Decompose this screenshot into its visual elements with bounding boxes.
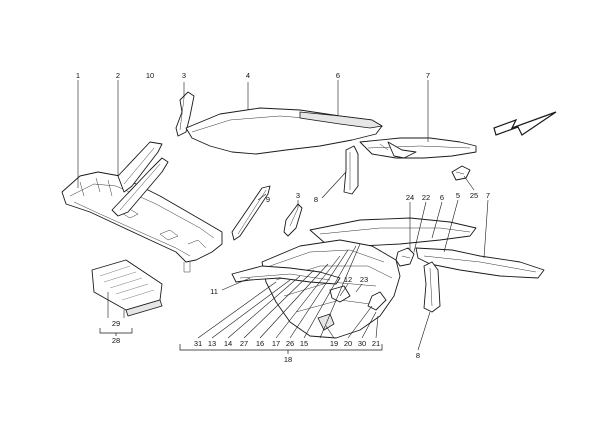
callout-labels: 1 2 10 3 4 6 7 9 8 3 24 22 6 5 7 25 11 1…	[76, 71, 490, 364]
callout-17: 17	[272, 339, 280, 348]
part-b-pillar-trim-upper	[343, 145, 359, 195]
callout-12: 12	[344, 275, 352, 284]
part-front-header-rail	[231, 265, 341, 285]
group-bracket-28	[99, 328, 133, 336]
callout-1: 1	[76, 71, 80, 80]
part-headliner-assembly	[261, 239, 401, 339]
callout-11: 11	[210, 287, 218, 296]
callout-9: 9	[266, 195, 270, 204]
callout-26: 26	[286, 339, 294, 348]
part-pillar-cover-lower	[283, 203, 303, 237]
callout-15: 15	[300, 339, 308, 348]
callout-24: 24	[406, 193, 414, 202]
part-windscreen-side-strip	[231, 185, 271, 241]
callout-20: 20	[344, 339, 352, 348]
callout-14: 14	[224, 339, 232, 348]
callout-6-top: 6	[336, 71, 340, 80]
part-sun-visor-panel	[91, 259, 163, 317]
part-rear-quarter-trim	[309, 217, 545, 279]
callout-5: 5	[456, 191, 460, 200]
callout-18: 18	[284, 355, 292, 364]
callout-22: 22	[422, 193, 430, 202]
callout-4: 4	[246, 71, 250, 80]
callout-28: 28	[112, 336, 120, 345]
part-pillar-cover-top	[175, 91, 195, 137]
part-a-pillar-trim	[111, 141, 169, 217]
callout-19: 19	[330, 339, 338, 348]
group-bracket-18	[179, 344, 383, 354]
callout-13: 13	[208, 339, 216, 348]
part-rear-side-trim-top	[359, 137, 477, 159]
callout-8-lower: 8	[416, 351, 420, 360]
callout-7-top: 7	[426, 71, 430, 80]
part-bracket-24	[395, 247, 415, 267]
callout-16: 16	[256, 339, 264, 348]
callout-7-lower: 7	[486, 191, 490, 200]
callout-10: 10	[146, 71, 154, 80]
direction-arrow-icon	[493, 111, 557, 136]
callout-31: 31	[194, 339, 202, 348]
callout-3-lower: 3	[296, 191, 300, 200]
callout-30: 30	[358, 339, 366, 348]
callout-23: 23	[360, 275, 368, 284]
callout-6-lower: 6	[440, 193, 444, 202]
callout-25: 25	[470, 191, 478, 200]
callout-3-top: 3	[182, 71, 186, 80]
callout-27: 27	[240, 339, 248, 348]
part-roof-headliner	[185, 107, 384, 155]
part-c-pillar-trim-lower	[423, 261, 441, 313]
callout-8-mid: 8	[314, 195, 318, 204]
leader-lines	[77, 80, 489, 351]
callout-21: 21	[372, 339, 380, 348]
part-clip-25	[451, 165, 471, 181]
callout-2: 2	[116, 71, 120, 80]
callout-29: 29	[112, 319, 120, 328]
